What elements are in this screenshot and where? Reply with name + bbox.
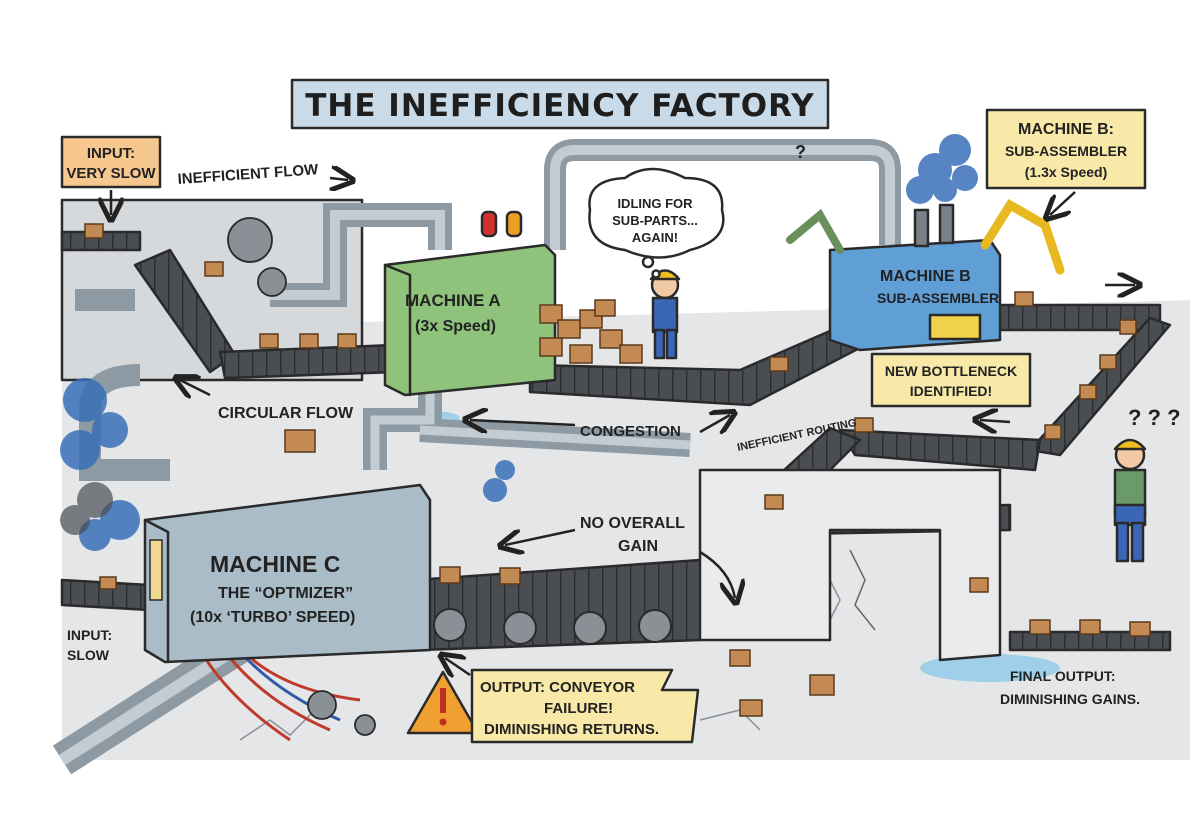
floor-gears xyxy=(227,217,376,736)
input-very-slow-line2: VERY SLOW xyxy=(66,165,156,182)
arrow-no-gain-right xyxy=(699,550,735,598)
inefficient-flow-label: INEFFICIENT FLOW xyxy=(177,161,319,188)
no-overall-gain-line2: GAIN xyxy=(618,538,658,555)
new-bottleneck-line1: NEW BOTTLENECK xyxy=(885,363,1017,379)
machine-c: MACHINE C THE “OPTMIZER” (10x ‘TURBO’ SP… xyxy=(143,483,432,664)
callout-output xyxy=(470,668,700,744)
machine-b-callout-line2: SUB-ASSEMBLER xyxy=(1005,143,1127,159)
machine-c-speed: (10x ‘TURBO’ SPEED) xyxy=(190,609,355,626)
machine-c-subtitle: THE “OPTMIZER” xyxy=(218,585,353,602)
title-box xyxy=(290,78,830,130)
final-output-line2: DIMINISHING GAINS. xyxy=(1000,691,1140,707)
dark-smoke xyxy=(60,482,113,535)
conveyor-right-down xyxy=(1028,316,1172,457)
worker-idling xyxy=(649,269,681,360)
arrow-congestion-left xyxy=(470,420,576,425)
machine-c-title: MACHINE C xyxy=(210,551,340,577)
conveyor-entry xyxy=(60,230,142,252)
machine-b-body-subtitle: SUB-ASSEMBLER xyxy=(877,290,999,306)
machine-a-title: MACHINE A xyxy=(405,291,501,310)
callout-machine-b xyxy=(985,108,1147,190)
callout-new-bottleneck xyxy=(870,352,1032,408)
congestion-label: CONGESTION xyxy=(580,423,681,440)
new-bottleneck-line2: IDENTIFIED! xyxy=(910,383,992,399)
no-overall-gain-line1: NO OVERALL xyxy=(580,515,685,532)
conveyor-boxes xyxy=(84,223,1151,717)
arrow-congestion-right xyxy=(699,415,730,432)
thought-bubble xyxy=(588,167,725,279)
worker-question-marks: ? ? ? xyxy=(1128,405,1181,430)
circular-flow-label: CIRCULAR FLOW xyxy=(218,405,354,422)
machine-b: MACHINE B SUB-ASSEMBLER xyxy=(828,203,1002,352)
question-mark: ? xyxy=(795,142,806,162)
arrow-circular-flow xyxy=(180,380,211,395)
output-line2: FAILURE! xyxy=(544,700,613,717)
input-slow-line2: SLOW xyxy=(67,647,110,663)
idling-line3: AGAIN! xyxy=(632,230,678,245)
belt-gears xyxy=(433,608,672,645)
machine-b-callout-line3: (1.3x Speed) xyxy=(1025,164,1107,180)
idling-line1: IDLING FOR xyxy=(617,196,693,211)
robot-arm-right xyxy=(980,198,1065,275)
warning-icon xyxy=(406,670,480,735)
conveyor-to-machine-a xyxy=(218,343,397,380)
smoke-clouds xyxy=(60,134,978,551)
arrow-machine-b xyxy=(1050,191,1076,215)
concrete-block xyxy=(698,468,1002,662)
block-crack xyxy=(849,549,876,631)
arrow-routing xyxy=(980,420,1011,422)
callout-input-very-slow xyxy=(60,135,162,189)
machine-a-speed: (3x Speed) xyxy=(415,318,496,335)
overhead-pipe-top-highlight xyxy=(550,145,895,250)
arrow-no-gain-left xyxy=(505,528,576,545)
output-line1: OUTPUT: CONVEYOR xyxy=(480,679,635,696)
water-puddle xyxy=(920,654,1060,682)
machine-a: MACHINE A (3x Speed) xyxy=(383,210,557,397)
arrow-inefficient-flow xyxy=(330,178,348,180)
input-slow-line1: INPUT: xyxy=(67,627,112,643)
input-very-slow-line1: INPUT: xyxy=(87,145,135,162)
arrow-output-up xyxy=(445,658,471,675)
output-line3: DIMINISHING RETURNS. xyxy=(484,721,659,738)
machine-b-callout-line1: MACHINE B: xyxy=(1018,121,1114,138)
robot-arm-left xyxy=(786,208,844,254)
pipe-to-machine-a-highlight xyxy=(270,210,445,300)
box-pile xyxy=(539,299,643,364)
idling-line2: SUB-PARTS... xyxy=(612,213,698,228)
final-output-line1: FINAL OUTPUT: xyxy=(1010,668,1116,684)
diagram-title: THE INEFFICIENCY FACTORY xyxy=(305,88,814,124)
worker-confused xyxy=(1113,438,1147,563)
machine-b-body-title: MACHINE B xyxy=(880,268,971,285)
debris-box xyxy=(284,429,316,453)
